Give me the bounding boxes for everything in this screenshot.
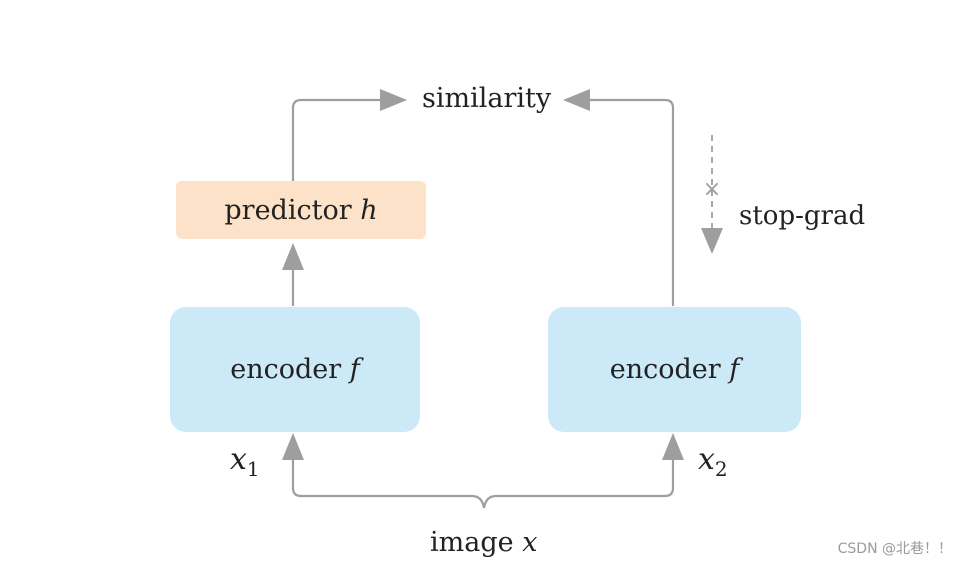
- encoder-left-box: encoder f: [170, 307, 420, 432]
- x2-var: x: [698, 442, 715, 477]
- x2-label: x2: [698, 442, 728, 481]
- image-label: image x: [430, 529, 537, 556]
- predictor-to-similarity-edge: [291, 98, 385, 181]
- x1-sub: 1: [246, 457, 260, 481]
- encoder-right-label: encoder: [609, 354, 730, 385]
- x1-var: x: [230, 442, 247, 477]
- x1-label: x1: [230, 442, 260, 481]
- encoder-left-label: encoder: [230, 354, 350, 385]
- encoder-right-var: f: [729, 354, 740, 385]
- arrow-head-to-predictor: [282, 243, 304, 270]
- encoder-right-to-similarity-edge: [590, 98, 675, 306]
- stop-grad-cross-mark: ×: [703, 177, 721, 202]
- arrow-head-to-encoder-right: [662, 433, 684, 460]
- image-label-var: x: [522, 527, 538, 558]
- image-bracket-edge: [291, 458, 675, 509]
- stop-grad-arrow-head: [701, 228, 723, 254]
- encoder-left-var: f: [349, 354, 360, 385]
- arrow-head-to-encoder-left: [282, 433, 304, 460]
- image-label-text: image: [430, 527, 523, 558]
- similarity-label: similarity: [422, 83, 552, 114]
- encoder-right-box: encoder f: [548, 307, 801, 432]
- predictor-box: predictor h: [176, 181, 426, 239]
- stop-grad-label: stop-grad: [739, 201, 866, 231]
- arrow-head-left-to-similarity: [380, 89, 407, 111]
- arrow-head-right-to-similarity: [563, 89, 590, 111]
- x2-sub: 2: [714, 457, 728, 481]
- predictor-var: h: [360, 194, 378, 226]
- predictor-label: predictor: [224, 194, 361, 226]
- watermark: CSDN @北巷！！: [837, 541, 952, 557]
